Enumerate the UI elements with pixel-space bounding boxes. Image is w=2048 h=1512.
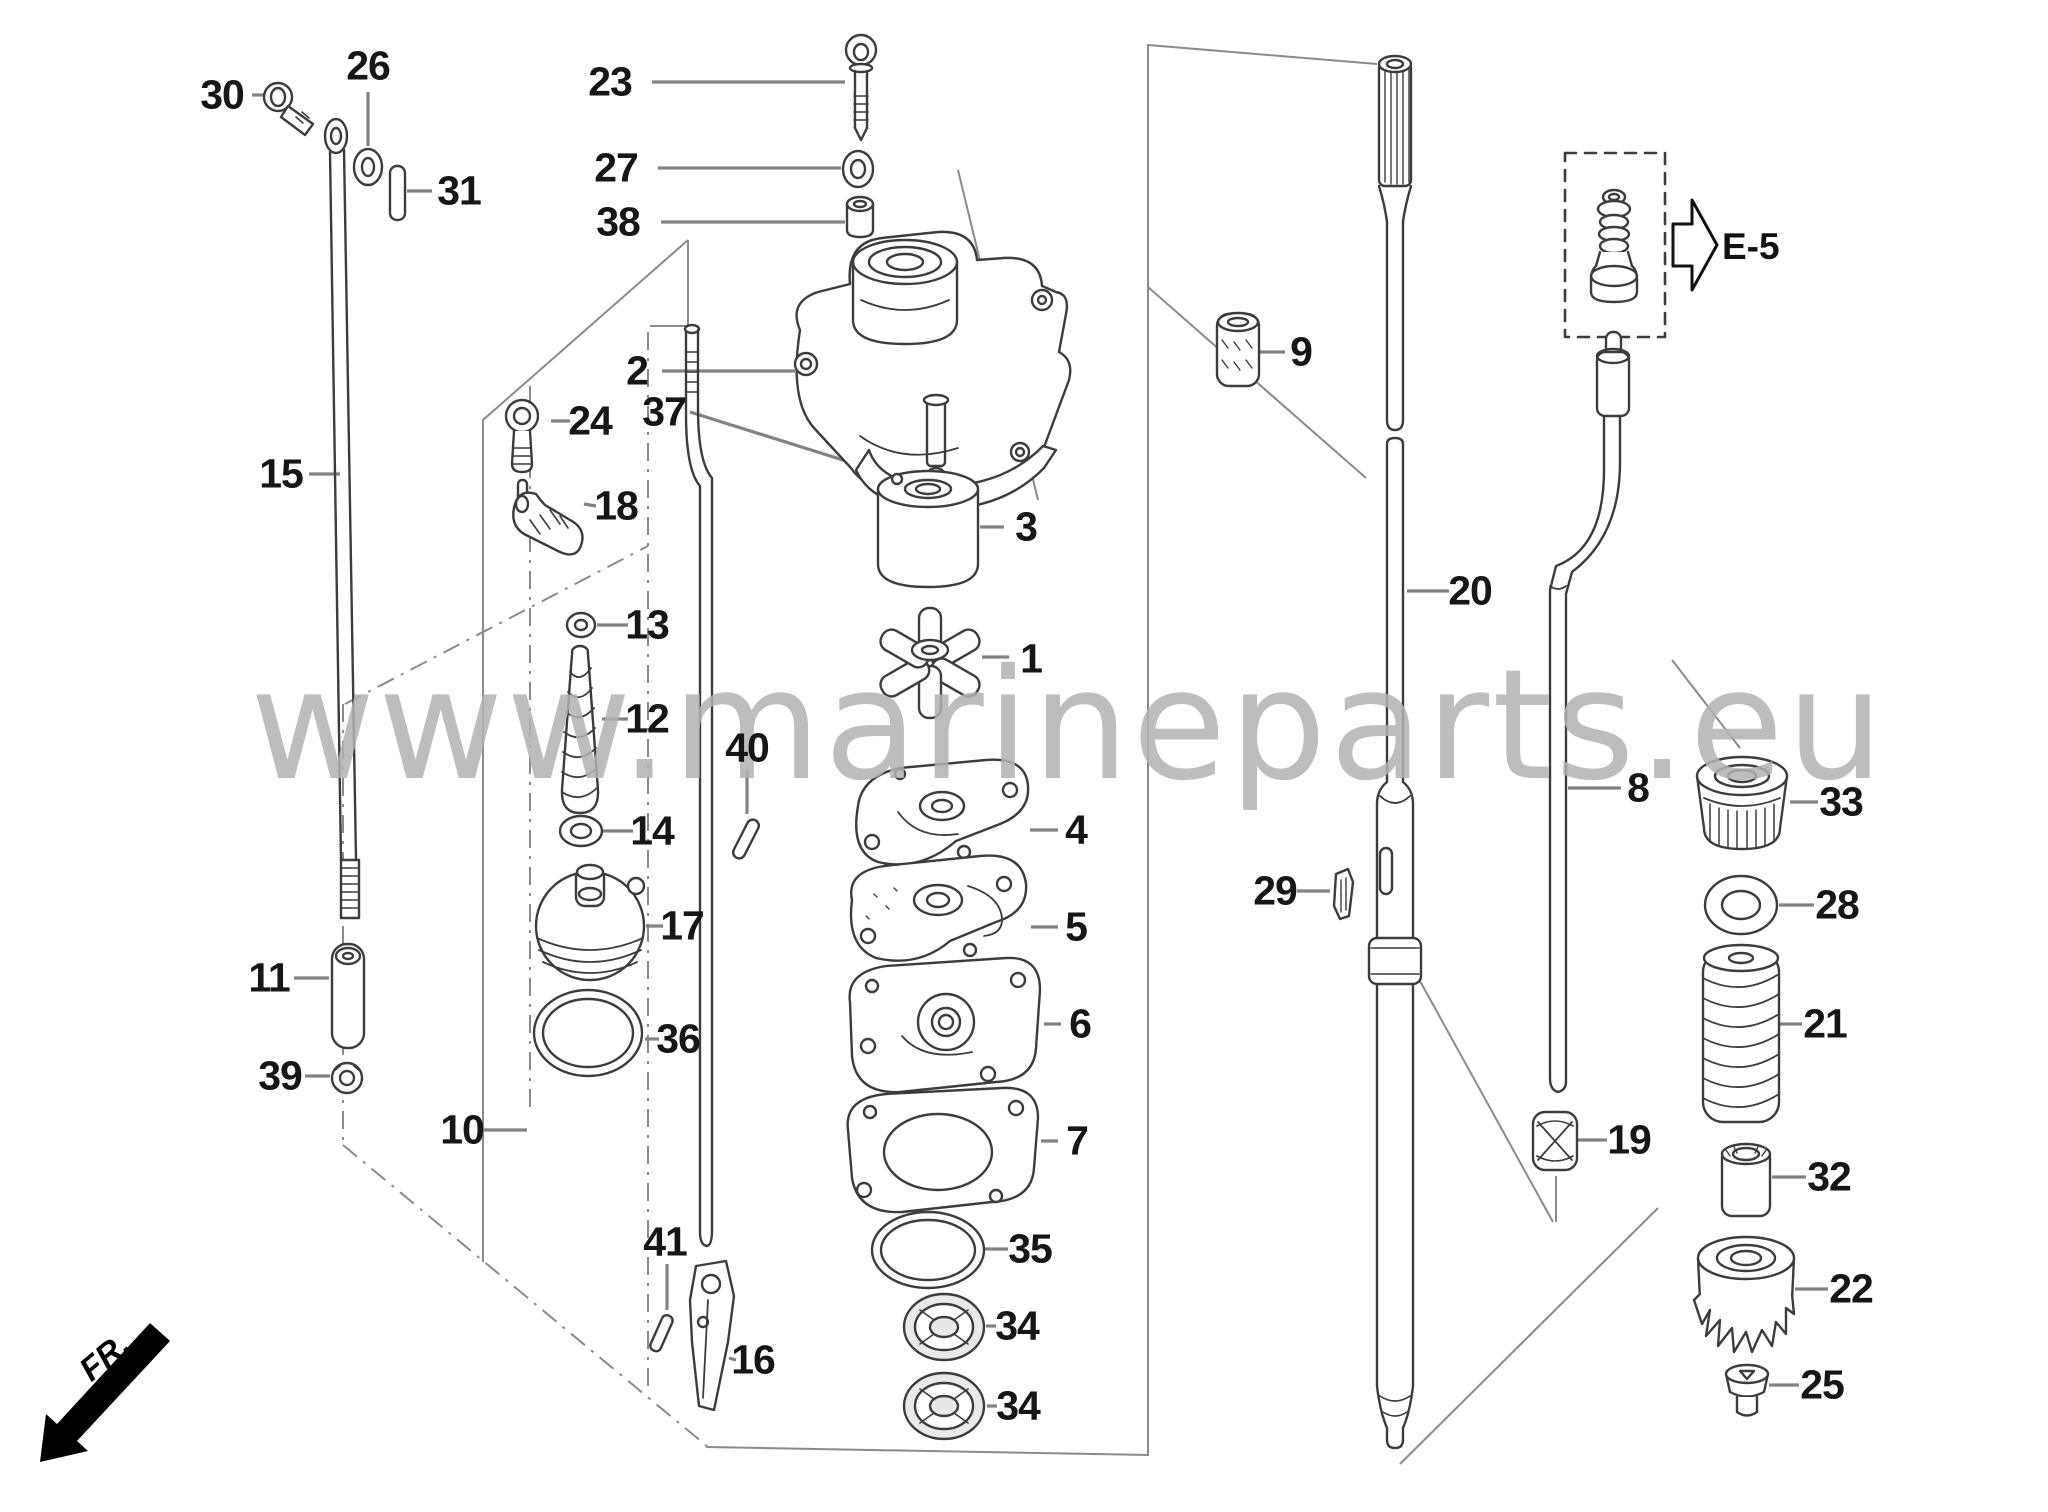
part-9-bushing: [1215, 311, 1261, 388]
part-33-bearing: [1695, 755, 1789, 851]
part-label-3: 3: [1015, 503, 1038, 550]
part-38-collar: [845, 195, 875, 239]
e5-reference-label: E-5: [1722, 226, 1780, 267]
part-2-pump-housing: [793, 230, 1072, 493]
part-28-washer: [1703, 874, 1779, 936]
part-40-shift-rod: [683, 323, 714, 1248]
part-34-seal-upper: [902, 1292, 986, 1362]
part-label-37: 37: [642, 388, 687, 435]
part-11-pin: [330, 942, 366, 1050]
part-label-31: 31: [437, 167, 482, 214]
part-40-pin: [731, 818, 761, 860]
part-32-bushing: [1720, 1142, 1772, 1218]
part-label-23: 23: [588, 58, 633, 105]
part-13-nut: [565, 611, 597, 639]
part-20-drive-shaft: [1367, 54, 1423, 1450]
part-label-6: 6: [1069, 1000, 1092, 1047]
part-12-worm: [560, 644, 600, 815]
part-label-41: 41: [643, 1218, 688, 1265]
part-label-1: 1: [1020, 635, 1043, 682]
part-label-8: 8: [1627, 764, 1650, 811]
part-label-2: 2: [626, 347, 649, 394]
part-label-9: 9: [1290, 328, 1313, 375]
part-1-impeller: [879, 606, 981, 720]
part-label-7: 7: [1066, 1117, 1089, 1164]
part-label-40: 40: [725, 724, 770, 771]
part-41-pin: [649, 1314, 674, 1353]
part-label-25: 25: [1800, 1361, 1845, 1408]
part-label-27: 27: [594, 144, 639, 191]
watermark-text: www.marineparts.eu: [250, 637, 1887, 815]
part-label-28: 28: [1815, 881, 1860, 928]
part-label-35: 35: [1008, 1225, 1053, 1272]
e5-dashed-box: [1563, 151, 1667, 339]
part-4-plate: [855, 758, 1030, 866]
part-e5-grommet: [1563, 151, 1667, 339]
part-label-12: 12: [625, 695, 670, 742]
part-23-bolt: [844, 33, 878, 142]
part-label-34b: 34: [996, 1382, 1041, 1429]
part-14-washer: [558, 814, 604, 848]
pump-box-left-edge: [482, 239, 689, 1262]
front-direction-arrow: [40, 1323, 170, 1462]
part-label-20: 20: [1448, 567, 1493, 614]
part-label-32: 32: [1807, 1153, 1852, 1200]
part-label-17: 17: [660, 902, 705, 949]
part-16-bracket: [688, 1259, 736, 1412]
front-arrow-icon: [40, 1323, 170, 1462]
part-22-pinion-gear: [1692, 1235, 1796, 1354]
part-25-cap: [1724, 1363, 1770, 1417]
part-17-cup: [534, 863, 646, 982]
part-label-13: 13: [625, 601, 670, 648]
part-3-impeller-cup: [876, 469, 980, 589]
part-34-seal-lower: [902, 1371, 986, 1441]
part-26-washer: [352, 147, 384, 187]
pump-box-right-edge: [705, 43, 1378, 1457]
part-8-rod: [1548, 330, 1631, 1094]
assembly-boundary-lines: [342, 43, 1741, 1465]
part-label-36: 36: [656, 1015, 701, 1062]
part-18-hook: [512, 491, 584, 556]
part-label-29: 29: [1253, 867, 1298, 914]
part-7-gasket: [846, 1086, 1040, 1214]
part-label-38: 38: [596, 198, 641, 245]
part-label-18: 18: [594, 482, 639, 529]
leader-lines: [252, 80, 1828, 1408]
part-label-22: 22: [1829, 1265, 1874, 1312]
part-35-oring: [870, 1210, 986, 1290]
e5-arrow-icon: [1671, 198, 1719, 292]
part-label-39: 39: [258, 1052, 303, 1099]
part-30-bolt: [262, 81, 315, 137]
part-label-24: 24: [568, 397, 613, 444]
part-label-5: 5: [1065, 903, 1088, 950]
group10-bottom-edge: [342, 1144, 709, 1448]
part-19-bushing: [1531, 1110, 1579, 1172]
part-label-16: 16: [731, 1336, 776, 1383]
part-label-33: 33: [1819, 778, 1864, 825]
part-5-gasket: [849, 854, 1028, 962]
part-label-21: 21: [1803, 1000, 1848, 1047]
part-21-worm-gear: [1701, 943, 1781, 1124]
part-label-19: 19: [1607, 1116, 1652, 1163]
part-label-26: 26: [346, 42, 391, 89]
part-label-11: 11: [248, 954, 290, 1001]
part-31-pin: [388, 164, 407, 222]
part-label-4: 4: [1065, 806, 1088, 853]
part-label-30: 30: [200, 71, 245, 118]
part-label-14: 14: [630, 807, 675, 854]
part-label-10: 10: [440, 1106, 485, 1153]
part-label-15: 15: [259, 450, 304, 497]
part-39-nut: [330, 1061, 364, 1095]
part-29-key: [1332, 867, 1355, 921]
part-label-34a: 34: [995, 1302, 1040, 1349]
part-36-oring: [532, 988, 644, 1078]
part-27-washer: [841, 149, 875, 189]
part-15-rod: [323, 117, 361, 920]
part-6-housing: [848, 956, 1042, 1094]
